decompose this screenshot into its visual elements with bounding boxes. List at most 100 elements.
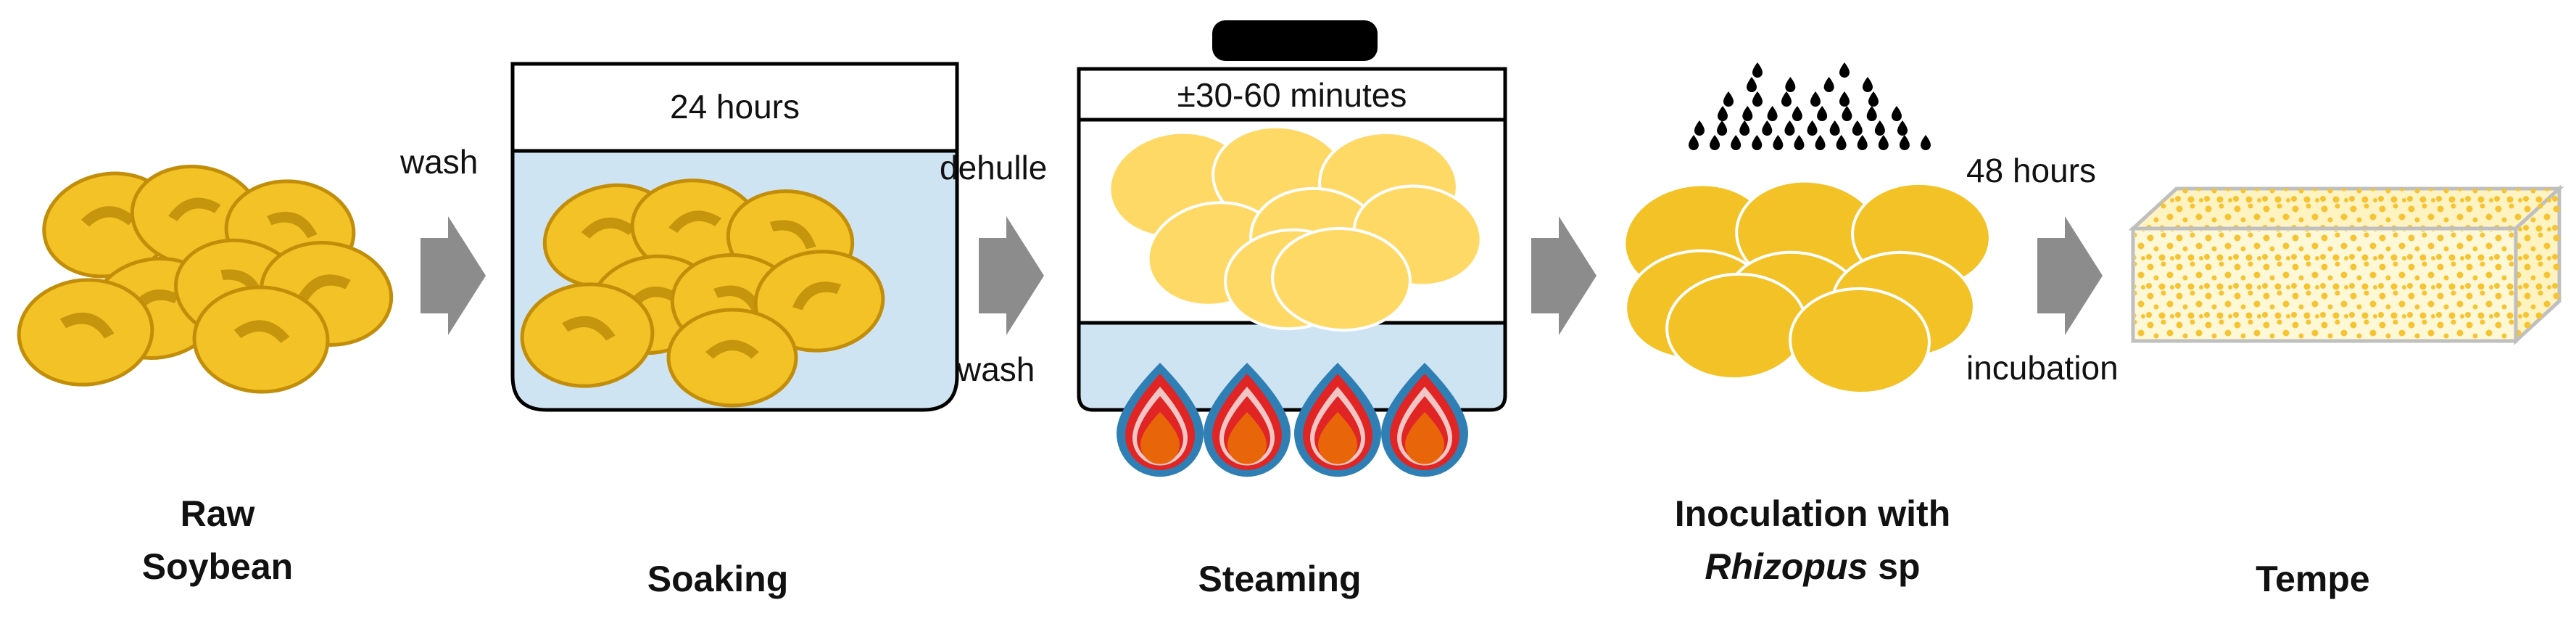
spore-5 xyxy=(1823,77,1834,93)
spore-16 xyxy=(1792,106,1802,121)
spore-8 xyxy=(1752,91,1763,107)
spore-39 xyxy=(1857,135,1868,151)
rhizopus-spores xyxy=(1689,62,1931,151)
stage-raw-soybean: Raw Soybean xyxy=(116,488,319,593)
stage-raw-line1: Raw xyxy=(180,493,255,534)
spore-30 xyxy=(1897,120,1908,136)
soaked-bean-6 xyxy=(753,250,885,353)
spore-26 xyxy=(1807,120,1818,136)
steamer-water xyxy=(1077,321,1507,412)
spore-31 xyxy=(1689,135,1699,150)
bean-hilum xyxy=(792,281,842,311)
spore-12 xyxy=(1868,91,1879,107)
spore-15 xyxy=(1767,106,1778,121)
soaked-bean-7 xyxy=(520,282,655,388)
soaking-duration-label: 24 hours xyxy=(669,88,800,126)
spore-24 xyxy=(1762,120,1773,136)
spore-7 xyxy=(1723,91,1734,107)
spore-41 xyxy=(1899,135,1910,151)
spore-21 xyxy=(1694,120,1705,136)
spore-35 xyxy=(1773,135,1784,151)
stage-steaming: Steaming xyxy=(1198,559,1362,599)
spore-29 xyxy=(1874,120,1885,136)
spore-27 xyxy=(1829,120,1840,136)
bean-hilum xyxy=(298,274,351,301)
bean-hilum xyxy=(713,285,763,313)
step-wash-label: wash xyxy=(400,143,479,181)
spore-20 xyxy=(1892,106,1902,121)
stage-soaking: Soaking xyxy=(647,559,789,599)
spore-4 xyxy=(1785,77,1796,93)
soaked-bean-8 xyxy=(666,308,798,408)
spore-33 xyxy=(1731,135,1742,151)
stage-inoculation-line2: Rhizopus sp xyxy=(1624,540,2001,593)
spore-25 xyxy=(1784,120,1795,136)
spore-28 xyxy=(1852,120,1863,136)
spore-34 xyxy=(1752,135,1763,151)
bean-hilum xyxy=(769,220,816,250)
raw-soybean-7 xyxy=(17,278,154,387)
raw-soybean-pile xyxy=(17,165,394,394)
spore-36 xyxy=(1794,135,1805,151)
bean-hilum xyxy=(168,197,221,221)
spore-10 xyxy=(1810,91,1821,107)
spore-14 xyxy=(1742,106,1753,121)
spore-42 xyxy=(1921,135,1931,150)
spore-3 xyxy=(1747,77,1757,92)
tempe-block xyxy=(2128,184,2564,345)
spore-40 xyxy=(1878,135,1889,151)
steaming-duration-label: ±30-60 minutes xyxy=(1177,76,1407,114)
step-dehull-label: dehulle xyxy=(940,149,1048,186)
flame-2 xyxy=(1204,363,1291,477)
step-wash-label-2: wash xyxy=(957,350,1035,388)
process-arrow-1 xyxy=(421,216,486,335)
tempe-front-dots xyxy=(2135,231,2514,339)
bean-hilum xyxy=(267,211,318,239)
flame-1 xyxy=(1117,363,1204,477)
inoculated-beans xyxy=(1623,179,1992,395)
bean-hilum xyxy=(581,217,636,239)
spore-13 xyxy=(1718,106,1728,121)
bean-hilum xyxy=(59,312,115,339)
spore-19 xyxy=(1866,106,1877,121)
process-arrow-2 xyxy=(979,216,1044,335)
soaking-beans xyxy=(520,178,885,408)
stage-raw-line2: Soybean xyxy=(141,546,294,587)
spore-6 xyxy=(1863,77,1873,92)
spore-18 xyxy=(1842,106,1852,121)
tempe-side-dots xyxy=(2516,189,2559,341)
steamer-cap xyxy=(1212,20,1378,61)
stage-inoculation: Inoculation with Rhizopus sp xyxy=(1624,488,2001,593)
spore-22 xyxy=(1717,120,1728,136)
inoculated-bean-8 xyxy=(1789,287,1931,395)
process-arrow-3 xyxy=(1531,216,1596,335)
spore-32 xyxy=(1710,135,1720,151)
bean-hilum xyxy=(80,206,136,227)
stage-tempe: Tempe xyxy=(2256,559,2370,599)
step-incubation-label: incubation xyxy=(1966,349,2119,387)
organism-suffix: sp xyxy=(1868,546,1921,587)
spore-11 xyxy=(1839,91,1850,107)
flame-3 xyxy=(1294,363,1381,477)
stage-inoculation-line1: Inoculation with xyxy=(1674,493,1951,534)
bean-hilum xyxy=(233,320,290,343)
process-arrow-4 xyxy=(2037,216,2103,335)
time-48-hours-label: 48 hours xyxy=(1966,152,2097,189)
spore-23 xyxy=(1739,120,1750,136)
spore-2 xyxy=(1839,62,1850,78)
spore-1 xyxy=(1752,62,1763,78)
raw-soybean-8 xyxy=(192,285,330,394)
tempe-top-dots xyxy=(2133,189,2559,229)
steamed-bean-8 xyxy=(1271,226,1412,332)
bean-hilum xyxy=(668,210,722,233)
bean-hilum xyxy=(705,340,759,359)
steamed-beans xyxy=(1108,125,1483,332)
spore-9 xyxy=(1781,91,1792,107)
burner-flames xyxy=(1117,363,1468,477)
soaking-lid-area xyxy=(510,62,959,153)
bean-hilum xyxy=(562,316,616,341)
spore-38 xyxy=(1836,135,1847,151)
spore-37 xyxy=(1815,135,1826,151)
flame-4 xyxy=(1381,363,1468,477)
